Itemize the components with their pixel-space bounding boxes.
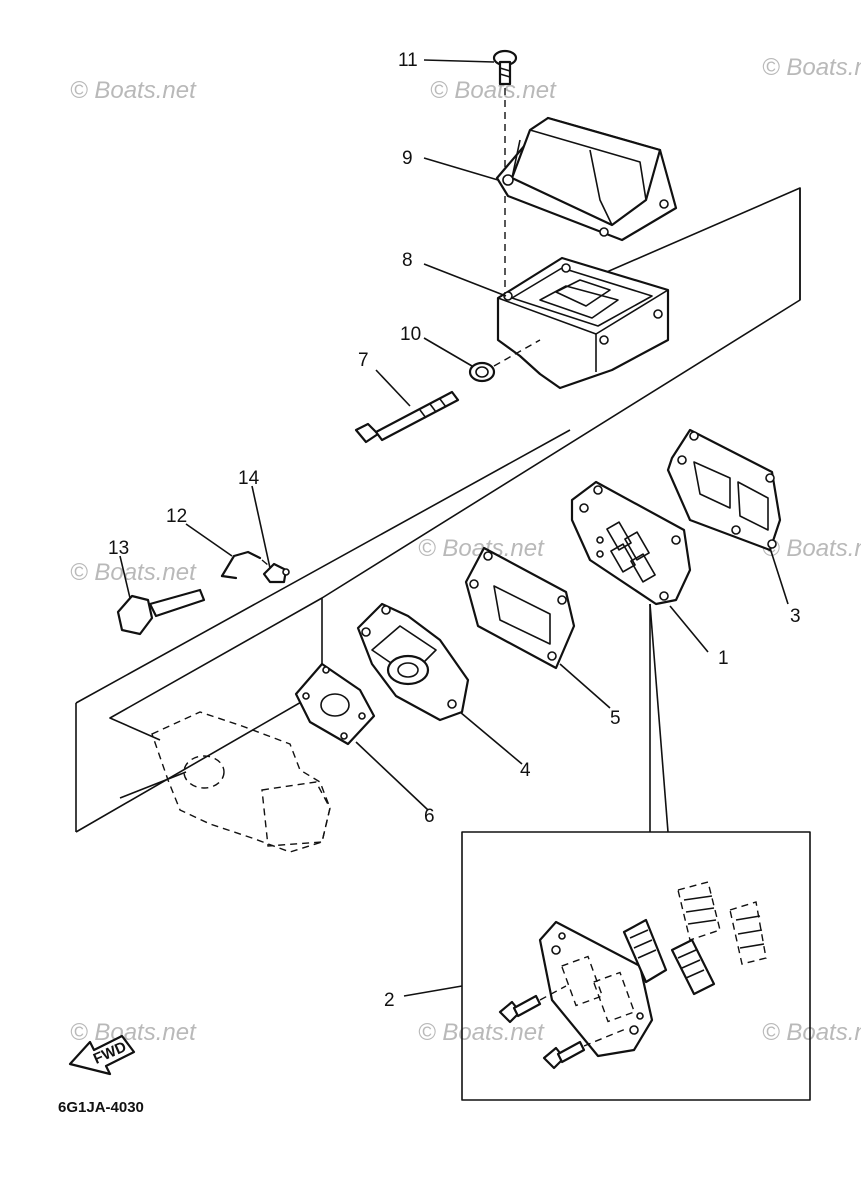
callout-4: 4 [520,760,531,781]
callout-labels: 1 2 3 4 5 6 7 8 9 10 11 12 13 14 [108,50,801,1011]
callout-1: 1 [718,648,729,669]
watermark-text: © Boats.net [430,77,557,104]
watermark-text: © Boats.net [762,535,861,562]
callout-10: 10 [400,324,421,345]
cover-part-9 [495,116,678,242]
repair-kit-detail-box [461,603,811,1101]
callout-11: 11 [398,50,418,71]
callout-7: 7 [358,350,369,371]
bolt-part-7 [354,390,460,444]
manifold-part-4 [356,602,470,722]
callout-5: 5 [610,708,621,729]
callout-6: 6 [424,806,435,827]
housing-part-8 [496,256,670,390]
holder-part-14 [262,562,290,584]
watermark-text: © Boats.net [70,77,197,104]
callout-12: 12 [166,506,187,527]
watermark-text: © Boats.net [762,1019,861,1046]
gasket-part-3 [666,428,782,552]
watermark-text: © Boats.net [762,54,861,81]
callout-13: 13 [108,538,129,559]
diagram-code: 6G1JA-4030 [58,1099,144,1116]
watermark-text: © Boats.net [418,1019,545,1046]
reed-valve-part-1 [570,480,692,606]
callout-2: 2 [384,990,395,1011]
gasket-part-5 [464,546,576,670]
callout-9: 9 [402,148,413,169]
callout-8: 8 [402,250,413,271]
watermark-text: © Boats.net [70,1019,197,1046]
watermark-text: © Boats.net [70,559,197,586]
carburetor-reference [119,711,331,853]
grommet-part-10 [468,339,541,383]
callout-14: 14 [238,468,260,489]
callout-3: 3 [790,606,801,627]
screw-part-11 [492,49,518,300]
gasket-part-6 [294,662,376,746]
watermarks: © Boats.net © Boats.net © Boats.net © Bo… [70,54,861,1046]
leader-lines [119,59,789,997]
lever-part-13 [116,588,206,636]
